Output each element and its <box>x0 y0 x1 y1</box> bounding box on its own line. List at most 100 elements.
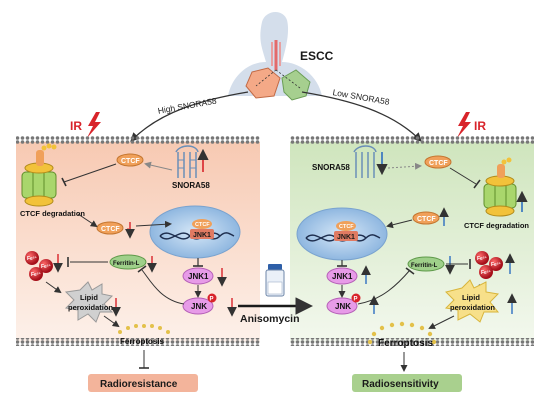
svg-text:Fe²⁺: Fe²⁺ <box>27 256 38 262</box>
jnk1-in-nucleus <box>190 229 214 239</box>
svg-text:JNK1: JNK1 <box>193 232 211 239</box>
escc-label: ESCC <box>300 49 334 63</box>
radioresistance-label: Radioresistance <box>100 379 178 390</box>
inhibit-jnk-to-ferritin-right <box>357 269 411 305</box>
ctcf-oval-top <box>116 153 144 167</box>
jnk1-oval-left <box>182 267 214 285</box>
svg-text:P: P <box>354 297 358 303</box>
ctcf-degradation-right-label: CTCF degradation <box>464 221 529 230</box>
svg-text:Fe²⁺: Fe²⁺ <box>31 272 42 278</box>
proteasome-icon <box>483 157 517 217</box>
svg-text:Ferritin-L: Ferritin-L <box>411 263 438 269</box>
fe-ion-1 <box>25 251 39 265</box>
arrow-high-snora58 <box>130 91 249 142</box>
lipid-burst-right <box>444 279 500 323</box>
membrane-top-left <box>16 136 260 144</box>
membrane-bottom-right <box>290 338 534 346</box>
svg-text:Fe²⁺: Fe²⁺ <box>41 264 52 270</box>
ferritin-oval-left <box>109 254 147 270</box>
ferroptosis-vesicle-left <box>118 324 170 334</box>
ctcf-left-label: CTCF <box>101 226 120 233</box>
svg-text:JNK1: JNK1 <box>332 272 353 281</box>
inhibit-ctcf-to-proteasome-right <box>449 167 477 185</box>
radiosensitivity-label: Radiosensitivity <box>362 379 439 390</box>
arrow-degradation-to-ctcf <box>77 213 98 228</box>
jnk1-oval-right <box>326 267 358 285</box>
arrow-ctcf-to-nucleus <box>135 220 172 228</box>
svg-text:Fe²⁺: Fe²⁺ <box>481 270 492 276</box>
snora58-rna-icon <box>353 145 377 178</box>
snora58-right-label: SNORA58 <box>312 163 350 172</box>
lightning-icon <box>87 112 101 138</box>
ir-left: IR <box>70 112 101 138</box>
lipid-burst-left <box>64 281 114 323</box>
ferroptosis-right-label: Ferroptosis <box>378 338 433 349</box>
arrow-snora58-to-ctcf-right <box>387 162 422 170</box>
membrane-bottom-left <box>16 338 260 346</box>
fe-ion-2 <box>489 257 503 271</box>
jnk1-left-label: JNK1 <box>188 272 209 281</box>
lightning-icon <box>457 112 471 138</box>
svg-text:peroxidation: peroxidation <box>450 303 495 312</box>
arrow-ctcf-to-nucleus-right <box>386 219 413 229</box>
lipid-left-2: peroxidation <box>68 303 113 312</box>
ctcf-oval-left <box>96 221 124 235</box>
jnk-left-label: JNK <box>191 302 207 311</box>
ferroptosis-left-label: Ferroptosis <box>120 337 165 346</box>
svg-text:Fe²⁺: Fe²⁺ <box>491 262 502 268</box>
ctcf-in-nucleus <box>192 219 212 229</box>
fe-ion-1 <box>475 251 489 265</box>
ctcf-oval-right <box>412 211 440 225</box>
svg-text:P: P <box>210 297 214 303</box>
anisomycin-label: Anisomycin <box>240 313 300 325</box>
snora58-left-label: SNORA58 <box>172 181 210 190</box>
ir-label-left: IR <box>70 119 82 133</box>
svg-text:Lipid: Lipid <box>462 293 480 302</box>
ctcf-degradation-label: CTCF degradation <box>20 209 85 218</box>
svg-text:CTCF: CTCF <box>417 216 436 223</box>
ctcf-oval-top-right <box>424 155 452 169</box>
radiosensitivity-box <box>352 374 462 392</box>
escc-illustration: ESCC <box>228 11 334 101</box>
vial-cap <box>268 264 282 270</box>
inhibit-jnk-to-ferritin <box>141 269 185 305</box>
svg-text:CTCF: CTCF <box>339 224 354 230</box>
jnk-oval-left <box>182 297 214 315</box>
arrow-lipid-to-ferroptosis <box>103 315 120 328</box>
tumor-cluster-left <box>245 67 281 99</box>
arrow-fe-to-lipid <box>45 281 62 294</box>
ir-right: IR <box>457 112 486 138</box>
jnk-oval-right <box>326 297 358 315</box>
radioresistance-box <box>88 374 198 392</box>
lipid-left-1: Lipid <box>80 293 98 302</box>
fe-ion-3 <box>479 265 493 279</box>
arrow-low-snora58 <box>301 91 422 142</box>
ferroptosis-vesicle-right <box>367 321 437 345</box>
proteasome-icon <box>21 143 57 207</box>
phospho-icon <box>207 293 217 303</box>
snora58-rna-icon <box>175 145 199 178</box>
fe-ion-3 <box>29 267 43 281</box>
svg-text:JNK: JNK <box>335 302 351 311</box>
low-snora58-label: Low SNORA58 <box>332 87 391 107</box>
phospho-icon <box>351 293 361 303</box>
ir-label-right: IR <box>474 119 486 133</box>
arrow-lipid-to-ferroptosis-right <box>428 315 455 329</box>
fe-ion-2 <box>39 259 53 273</box>
svg-text:Fe²⁺: Fe²⁺ <box>477 256 488 262</box>
right-pathway: SNORA58 CTCF CTCF degradation CTCF JNK <box>296 145 529 392</box>
left-pathway: CTCF degradation CTCF SNORA58 CTCF JNK1 … <box>20 143 241 392</box>
membrane-top-right <box>290 136 534 144</box>
svg-text:JNK1: JNK1 <box>337 234 355 241</box>
ferritin-oval-right <box>407 256 445 272</box>
arrow-snora58-to-ctcf <box>144 161 173 171</box>
svg-text:CTCF: CTCF <box>195 222 210 228</box>
anisomycin-treatment: Anisomycin <box>238 264 313 325</box>
trachea <box>271 42 281 66</box>
ctcf-top-label: CTCF <box>121 158 140 165</box>
ferritin-left-label: Ferritin-L <box>113 261 140 267</box>
inhibit-ctcf-to-proteasome <box>63 163 117 183</box>
svg-text:CTCF: CTCF <box>429 160 448 167</box>
high-snora58-label: High SNORA58 <box>157 96 218 116</box>
